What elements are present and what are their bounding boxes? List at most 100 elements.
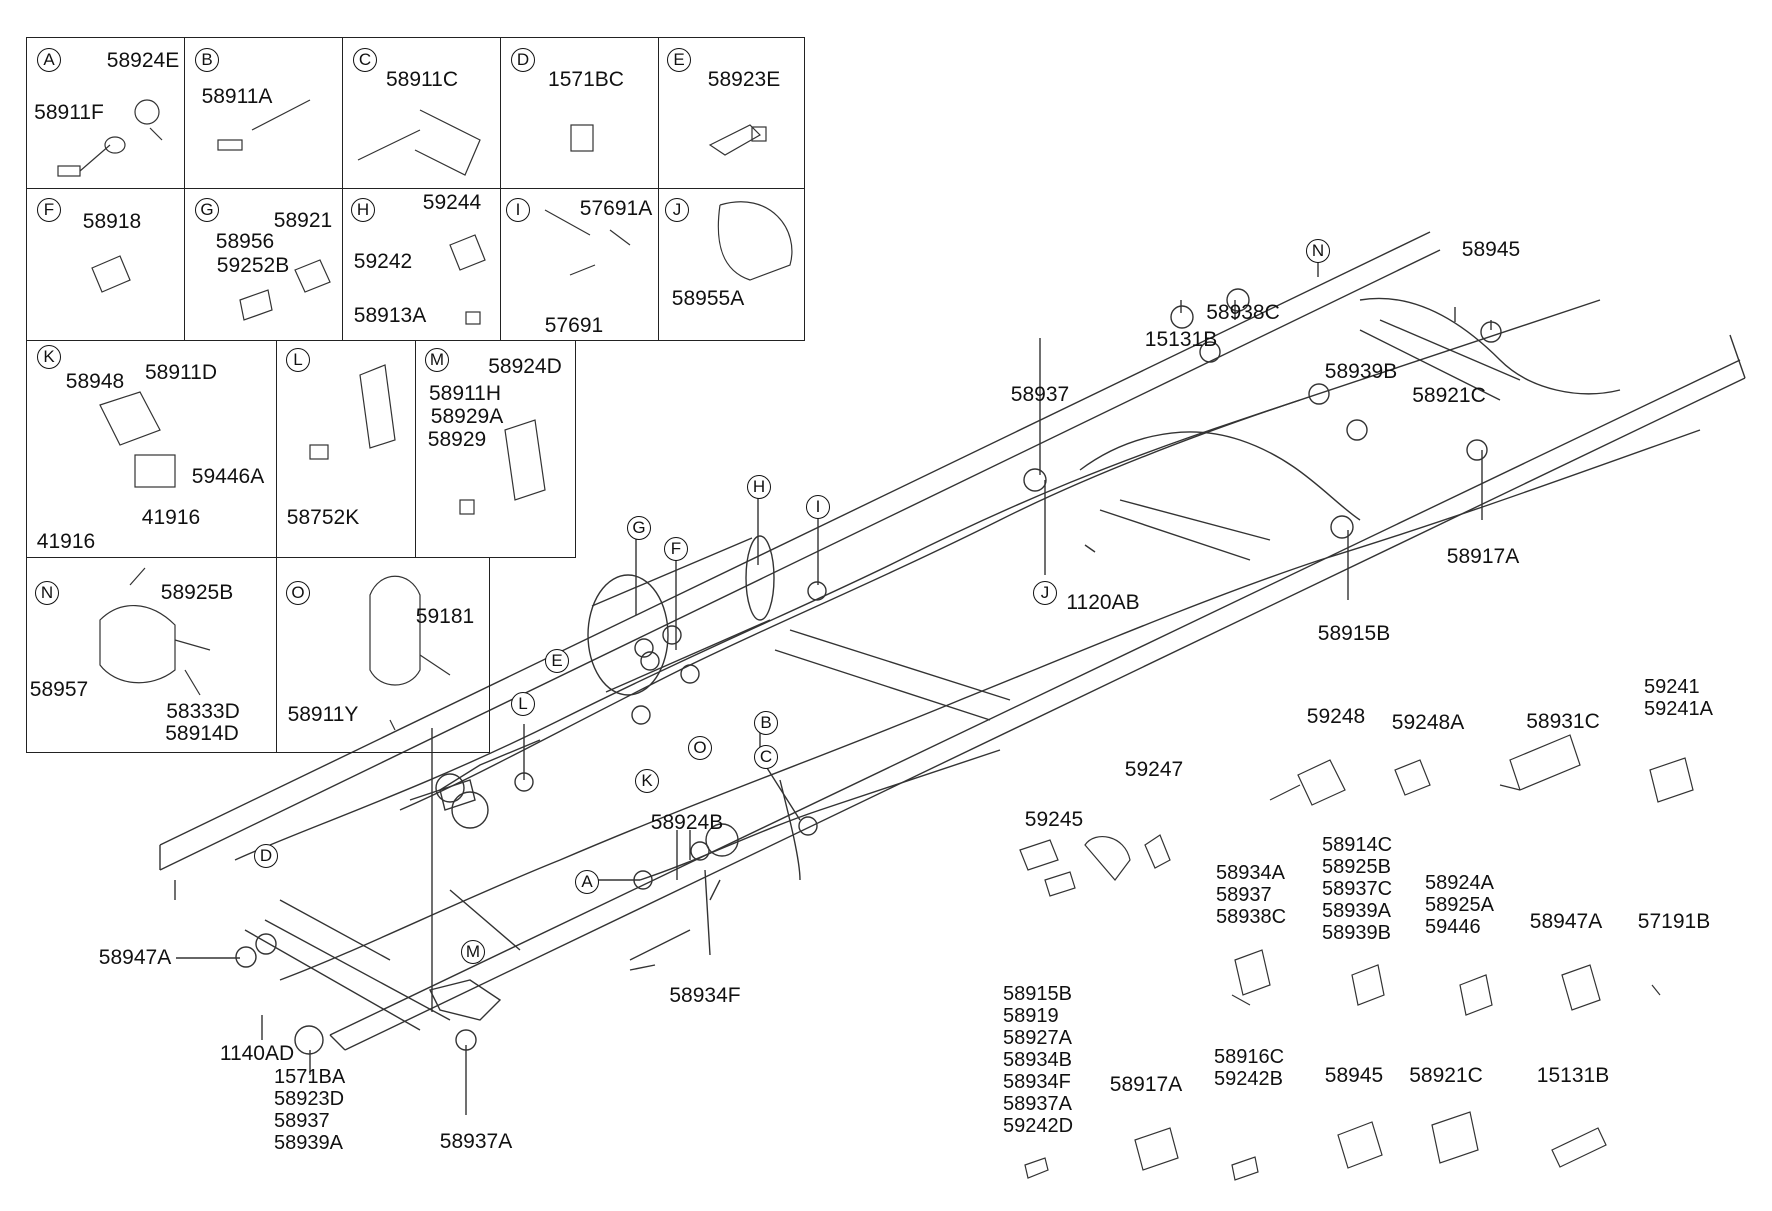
- part-label: 58956: [215, 230, 275, 253]
- part-label: 58911D: [144, 361, 218, 384]
- part-label: 58945: [1461, 238, 1521, 261]
- part-label: 58939B: [1324, 360, 1398, 383]
- part-label: 58911H: [428, 382, 502, 405]
- callout-e: E: [545, 649, 569, 673]
- part-label: 58937C: [1322, 878, 1393, 900]
- part-label: 58934F: [669, 984, 741, 1007]
- part-label: 58924E: [106, 49, 180, 72]
- part-label: 58911F: [34, 101, 104, 124]
- detail-box-o: [276, 557, 490, 753]
- detail-letter: M: [425, 348, 449, 372]
- part-label: 58934B: [1003, 1049, 1072, 1071]
- part-label: 58914C: [1322, 834, 1393, 856]
- part-label: 58913A: [353, 304, 427, 327]
- part-label: 58948: [65, 370, 125, 393]
- callout-i: I: [806, 495, 830, 519]
- callout-g: G: [627, 516, 651, 540]
- callout-b: B: [754, 711, 778, 735]
- label-stack: 58934A 58937 58938C: [1216, 862, 1286, 928]
- part-label: 58925A: [1425, 894, 1494, 916]
- part-label: 41916: [36, 530, 96, 553]
- part-label: 57691: [544, 314, 604, 337]
- part-label: 58947A: [1529, 910, 1603, 933]
- part-label: 59242D: [1003, 1115, 1074, 1137]
- detail-letter: I: [506, 198, 530, 222]
- part-label: 58918: [82, 210, 142, 233]
- part-label: 58937: [274, 1110, 330, 1132]
- part-label: 58929A: [430, 405, 504, 428]
- part-label: 58955A: [671, 287, 745, 310]
- detail-letter: D: [511, 48, 535, 72]
- part-label: 59241A: [1644, 698, 1713, 720]
- part-label: 58938C: [1206, 301, 1280, 324]
- part-label: 58911Y: [287, 703, 359, 726]
- detail-letter: C: [353, 48, 377, 72]
- part-label: 59242B: [1214, 1068, 1283, 1090]
- part-label: 57691A: [579, 197, 653, 220]
- part-label: 59248: [1306, 705, 1366, 728]
- part-label: 1571BA: [274, 1066, 346, 1088]
- part-label: 58921: [273, 209, 333, 232]
- part-label: 41916: [141, 506, 201, 529]
- part-label: 58911C: [385, 68, 459, 91]
- part-label: 58919: [1003, 1005, 1059, 1027]
- part-label: 59241: [1644, 676, 1700, 698]
- detail-letter: J: [665, 198, 689, 222]
- callout-d: D: [254, 844, 278, 868]
- detail-letter: O: [286, 581, 310, 605]
- part-label: 58937: [1216, 884, 1272, 906]
- part-label: 58939A: [1322, 900, 1391, 922]
- part-label: 58934F: [1003, 1071, 1071, 1093]
- callout-m: M: [461, 940, 485, 964]
- detail-letter: G: [195, 198, 219, 222]
- part-label: 1571BC: [548, 68, 624, 91]
- part-label: 58937A: [439, 1130, 513, 1153]
- detail-letter: H: [351, 198, 375, 222]
- part-label: 58927A: [1003, 1027, 1072, 1049]
- part-label: 58924B: [650, 811, 724, 834]
- label-stack: 58915B 58919 58927A 58934B 58934F 58937A…: [1003, 983, 1073, 1137]
- part-label: 58915B: [1317, 622, 1391, 645]
- callout-j: J: [1033, 581, 1057, 605]
- part-label: 58925B: [160, 581, 234, 604]
- callout-a: A: [575, 870, 599, 894]
- part-label: 58934A: [1216, 862, 1285, 884]
- label-stack: 58914C 58925B 58937C 58939A 58939B: [1322, 834, 1392, 944]
- callout-l: L: [511, 692, 535, 716]
- part-label: 59446A: [191, 465, 265, 488]
- part-label: 58945: [1324, 1064, 1384, 1087]
- callout-n: N: [1306, 239, 1330, 263]
- label-stack: 59241 59241A: [1644, 676, 1713, 720]
- callout-k: K: [635, 769, 659, 793]
- part-label: 58924D: [488, 355, 562, 378]
- part-label: 58921C: [1412, 384, 1486, 407]
- callout-o: O: [688, 736, 712, 760]
- part-label: 59244: [422, 191, 482, 214]
- callout-c: C: [754, 745, 778, 769]
- detail-letter: K: [37, 345, 61, 369]
- detail-letter: N: [35, 581, 59, 605]
- part-label: 58752K: [286, 506, 360, 529]
- part-label: 58929: [427, 428, 487, 451]
- part-label: 58937: [1010, 383, 1070, 406]
- part-label: 58911A: [201, 85, 273, 108]
- part-label: 59181: [415, 605, 475, 628]
- part-label: 58917A: [1446, 545, 1520, 568]
- part-label: 58914D: [165, 722, 239, 745]
- label-stack: 58924A 58925A 59446: [1425, 872, 1494, 938]
- part-label: 58938C: [1216, 906, 1287, 928]
- part-label: 58947A: [98, 946, 172, 969]
- part-label: 59252B: [216, 254, 290, 277]
- part-label: 57191B: [1637, 910, 1711, 933]
- part-label: 58957: [29, 678, 89, 701]
- part-label: 59245: [1024, 808, 1084, 831]
- detail-letter: B: [195, 48, 219, 72]
- detail-letter: E: [667, 48, 691, 72]
- label-stack: 1571BA 58923D 58937 58939A: [274, 1066, 345, 1154]
- part-label: 59248A: [1391, 711, 1465, 734]
- part-label: 15131B: [1536, 1064, 1610, 1087]
- part-label: 58937A: [1003, 1093, 1072, 1115]
- part-label: 58924A: [1425, 872, 1494, 894]
